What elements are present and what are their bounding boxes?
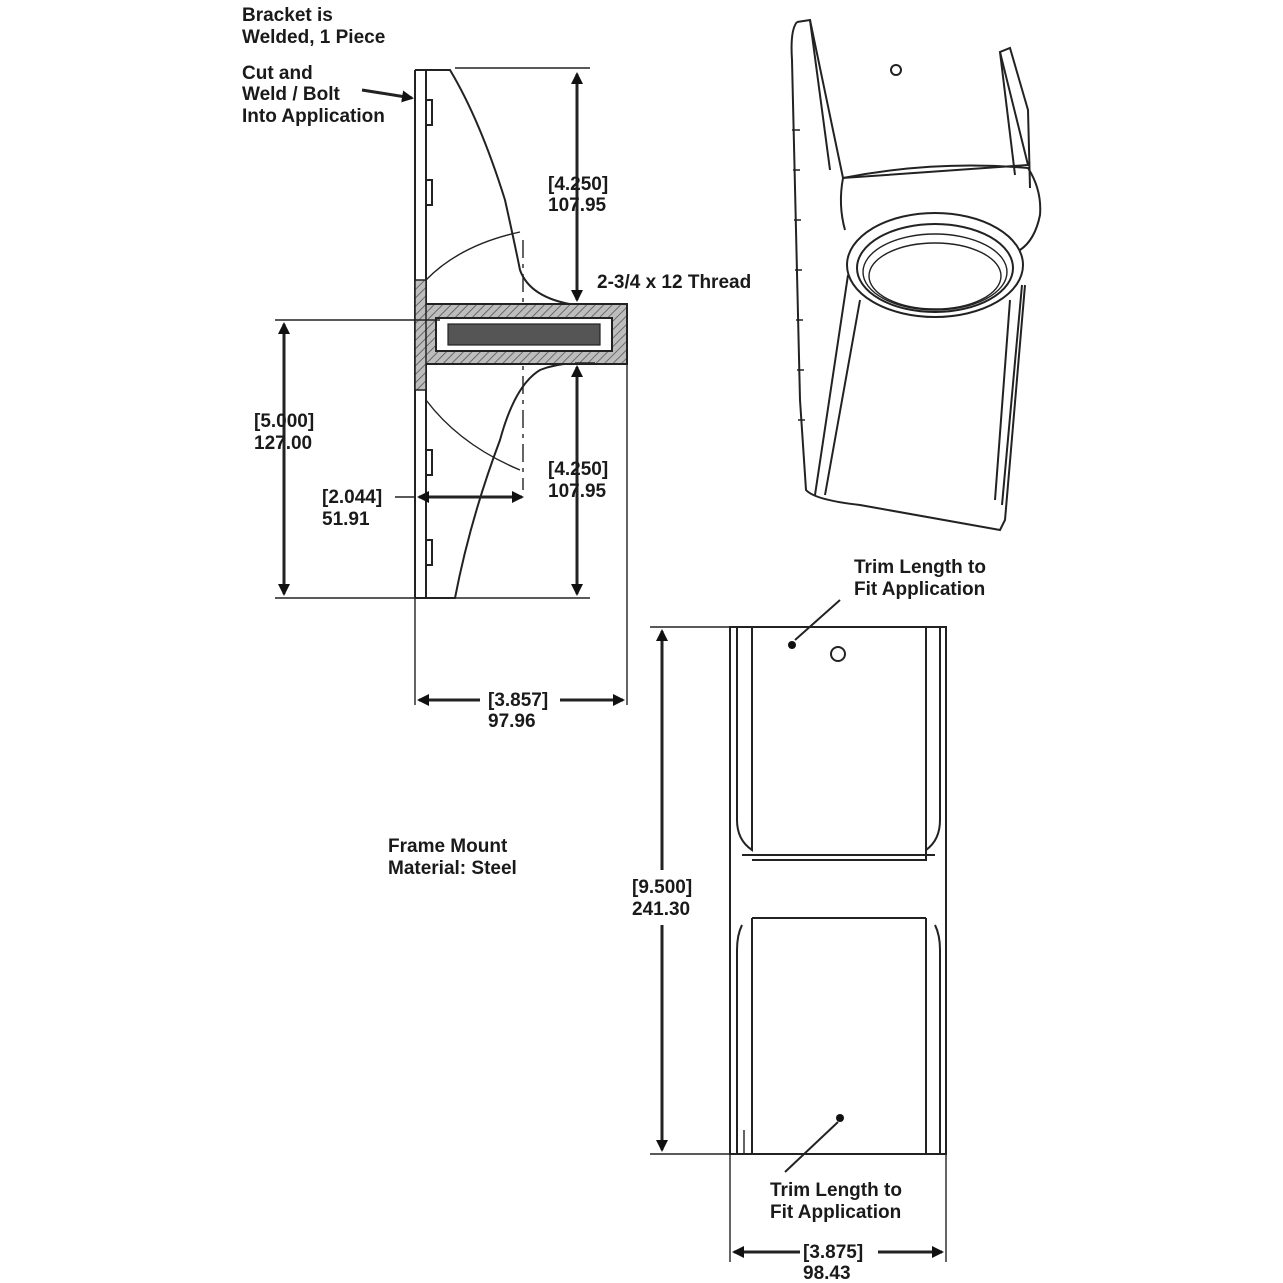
- dimension-labels: [4.250] 107.95 [4.250] 107.95 [5.000] 12…: [254, 174, 863, 1283]
- trim-bottom-line2: Fit Application: [770, 1202, 901, 1223]
- side-view: [275, 67, 628, 706]
- trim-top-dot: [788, 641, 796, 649]
- thread-insert: [447, 323, 601, 346]
- plate-view: [650, 599, 947, 1262]
- dim-overall-inch: [5.000]: [254, 411, 314, 432]
- dim-plate-height-inch: [9.500]: [632, 877, 692, 898]
- bracket-note-line1: Bracket is: [242, 5, 333, 26]
- plate-section: [414, 279, 427, 391]
- cut-weld-note-line2: Weld / Bolt: [242, 84, 340, 105]
- cut-weld-leader: [361, 88, 414, 103]
- plate-outline: [729, 626, 947, 1155]
- trim-bottom-dot: [836, 1114, 844, 1122]
- trim-bottom-leader: [784, 1121, 839, 1173]
- upper-gusset: [426, 69, 576, 306]
- dim-side-width-inch: [3.857]: [488, 690, 548, 711]
- cut-weld-note-line3: Into Application: [242, 106, 385, 127]
- dim-offset-mm: 51.91: [322, 509, 370, 530]
- trim-bottom-line1: Trim Length to: [770, 1180, 902, 1201]
- dim-plate-height-mm: 241.30: [632, 899, 690, 920]
- dim-upper-inch: [4.250]: [548, 174, 608, 195]
- iso-bolt-hole: [890, 64, 902, 76]
- trim-top-line1: Trim Length to: [854, 557, 986, 578]
- dim-lower-inch: [4.250]: [548, 459, 608, 480]
- dim-offset-inch: [2.044]: [322, 487, 382, 508]
- dim-upper-mm: 107.95: [548, 195, 607, 216]
- thread-collar-ellipse: [846, 212, 1024, 318]
- frame-note-line1: Frame Mount: [388, 836, 508, 857]
- notes: Bracket is Welded, 1 Piece Cut and Weld …: [242, 5, 986, 1223]
- trim-top-leader: [794, 599, 841, 641]
- lower-gusset: [426, 362, 576, 599]
- lower-gusset-curve: [425, 399, 521, 471]
- isometric-view: [790, 18, 1042, 532]
- dim-overall-mm: 127.00: [254, 433, 312, 454]
- bracket-note-line2: Welded, 1 Piece: [242, 27, 385, 48]
- plate-bolt-hole: [830, 646, 846, 662]
- dim-lower-mm: 107.95: [548, 481, 607, 502]
- cut-weld-note-line1: Cut and: [242, 63, 313, 84]
- frame-note-line2: Material: Steel: [388, 858, 517, 879]
- dim-plate-width-mm: 98.43: [803, 1263, 851, 1283]
- dim-side-width-mm: 97.96: [488, 711, 536, 732]
- upper-gusset-curve: [425, 231, 521, 281]
- dim-plate-width-inch: [3.875]: [803, 1242, 863, 1263]
- trim-top-line2: Fit Application: [854, 579, 985, 600]
- thread-note: 2-3/4 x 12 Thread: [597, 272, 751, 293]
